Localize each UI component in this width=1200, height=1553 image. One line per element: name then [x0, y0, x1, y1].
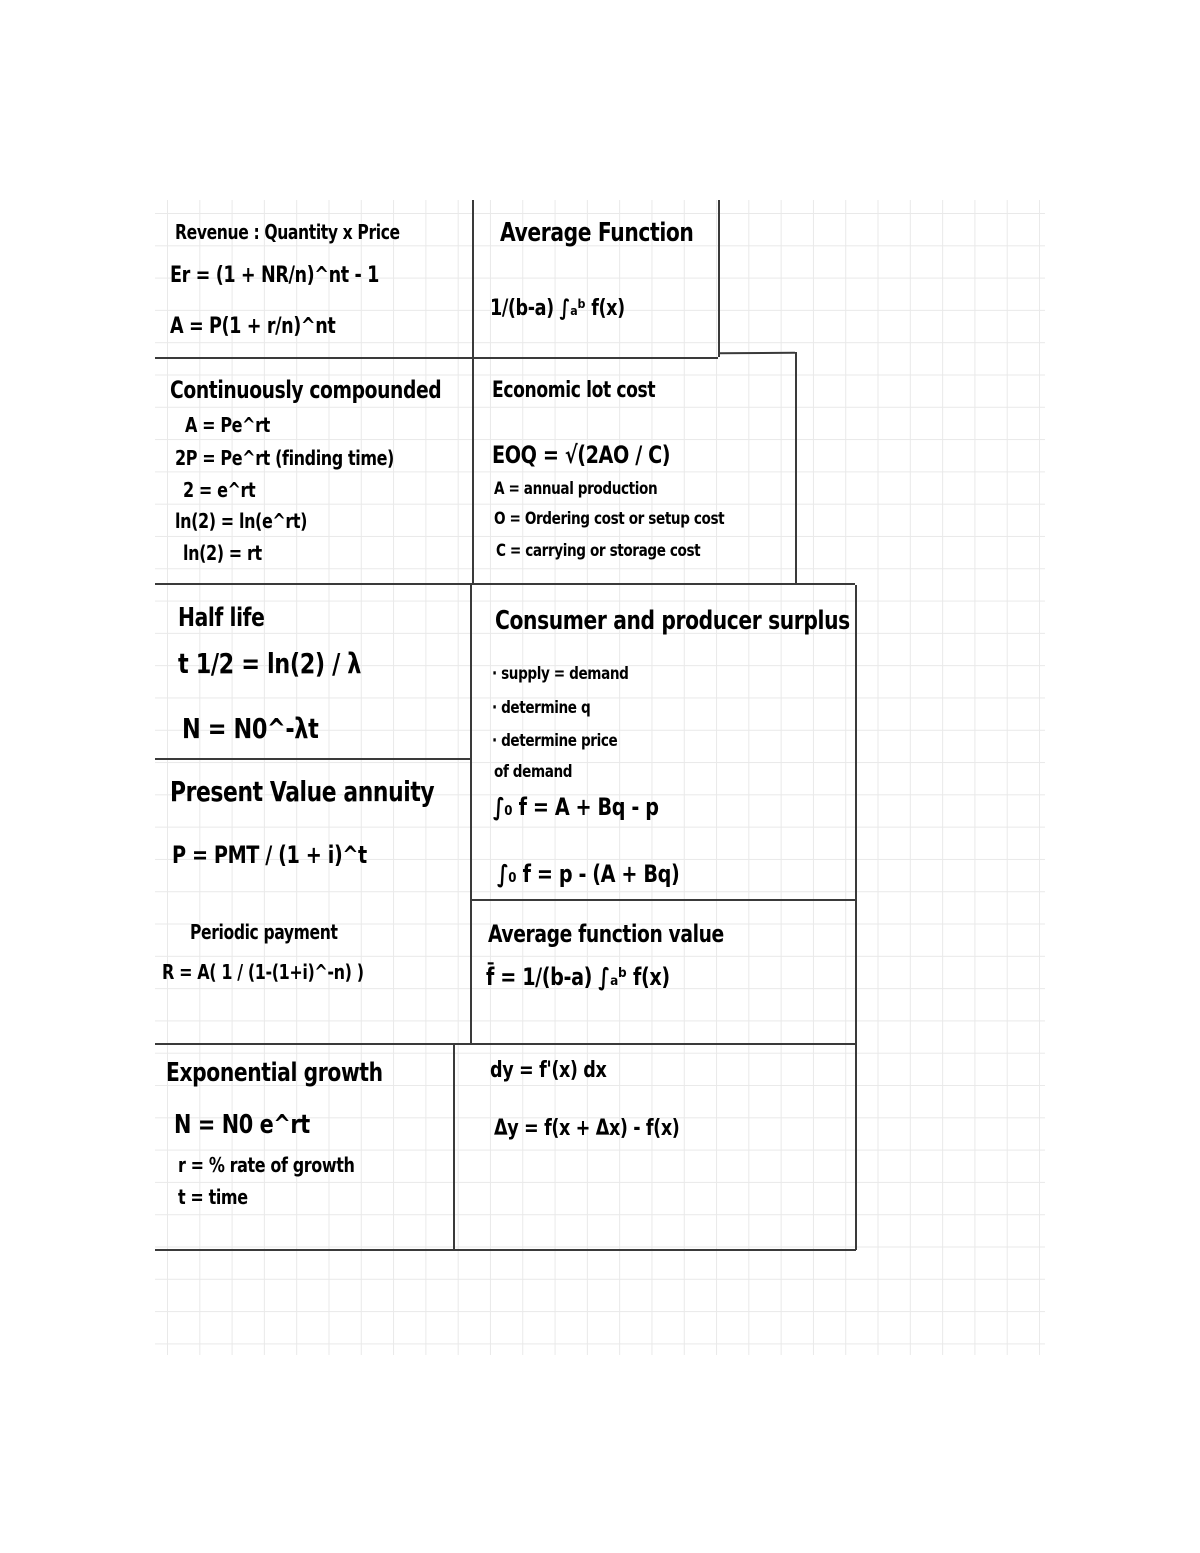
periodic-payment-formula: R = A( 1 / (1-(1+i)^-n) ) [162, 960, 364, 984]
divider-right-top [718, 200, 720, 357]
divider-center-mid [470, 585, 472, 1043]
average-function-value-formula: f̄ = 1/(b-a) ∫ₐᵇ f(x) [486, 963, 670, 991]
divider-halflife-bottom [155, 758, 472, 760]
economic-lot-title: Economic lot cost [492, 378, 656, 403]
producer-surplus-formula: ∫₀ f = p - (A + Bq) [497, 860, 680, 888]
continuous-title: Continuously compounded [170, 376, 442, 404]
exponential-growth-def-r: r = % rate of growth [178, 1153, 355, 1177]
divider-surplus-right [855, 585, 857, 1250]
half-life-decay: N = N0^-λt [182, 712, 319, 745]
exponential-growth-title: Exponential growth [166, 1058, 383, 1088]
divider-economic-right [795, 352, 797, 585]
divider-surplus-bottom [470, 899, 855, 901]
eoq-def-c: C = carrying or storage cost [496, 541, 701, 561]
surplus-title: Consumer and producer surplus [495, 606, 850, 636]
average-function-value-title: Average function value [488, 920, 724, 948]
revenue-compound-amount: A = P(1 + r/n)^nt [170, 314, 336, 339]
revenue-effective-rate: Er = (1 + NR/n)^nt - 1 [170, 263, 379, 288]
consumer-surplus-formula: ∫₀ f = A + Bq - p [493, 793, 659, 821]
surplus-step-4: of demand [494, 762, 573, 782]
average-function-title: Average Function [500, 218, 694, 248]
divider-row2 [155, 583, 855, 585]
half-life-title: Half life [178, 603, 265, 633]
continuous-line-4: ln(2) = ln(e^rt) [175, 509, 308, 533]
continuous-line-3: 2 = e^rt [183, 478, 256, 502]
divider-center-bottom [453, 1043, 455, 1250]
differential-delta-y: Δy = f(x + Δx) - f(x) [494, 1116, 680, 1141]
eoq-def-o: O = Ordering cost or setup cost [494, 509, 725, 529]
eoq-def-a: A = annual production [494, 479, 658, 499]
exponential-growth-def-t: t = time [178, 1185, 248, 1209]
present-value-title: Present Value annuity [170, 775, 435, 808]
periodic-payment-title: Periodic payment [190, 920, 338, 944]
surplus-step-1: · supply = demand [492, 664, 629, 684]
surplus-step-2: · determine q [492, 698, 591, 718]
divider-row3 [155, 1043, 855, 1045]
divider-row1 [155, 357, 718, 359]
continuous-line-1: A = Pe^rt [185, 413, 270, 437]
continuous-line-5: ln(2) = rt [183, 541, 262, 565]
divider-center-top [472, 200, 474, 585]
grid-paper-background [155, 200, 1045, 1355]
revenue-title: Revenue : Quantity x Price [175, 220, 400, 244]
differential-dy: dy = f'(x) dx [490, 1058, 607, 1083]
half-life-formula: t 1/2 = ln(2) / λ [178, 647, 362, 680]
present-value-formula: P = PMT / (1 + i)^t [172, 841, 367, 869]
divider-bottom [155, 1249, 856, 1251]
continuous-line-2: 2P = Pe^rt (finding time) [175, 446, 394, 470]
eoq-formula: EOQ = √(2AO / C) [492, 441, 671, 469]
surplus-step-3: · determine price [492, 731, 618, 751]
exponential-growth-formula: N = N0 e^rt [174, 1110, 310, 1140]
average-function-formula: 1/(b-a) ∫ₐᵇ f(x) [490, 296, 625, 321]
